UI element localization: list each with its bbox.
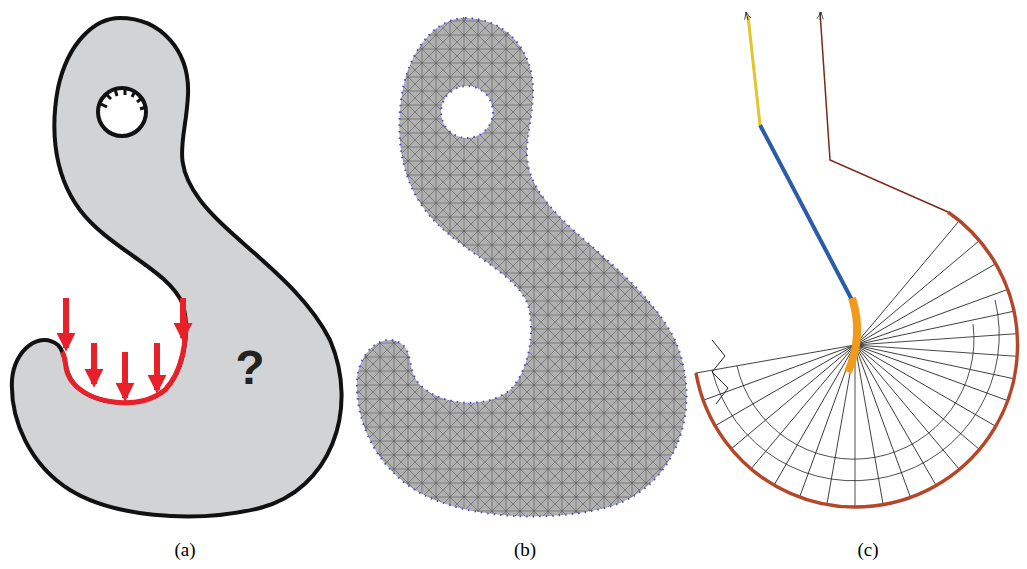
- panel-label: (c): [857, 540, 878, 559]
- panel-label: (b): [514, 540, 536, 559]
- question-mark: ?: [235, 344, 264, 392]
- truss-structure: [695, 12, 1017, 507]
- hook-outline: [12, 18, 342, 516]
- panel-label: (a): [174, 540, 195, 559]
- fe-mesh: [357, 18, 687, 516]
